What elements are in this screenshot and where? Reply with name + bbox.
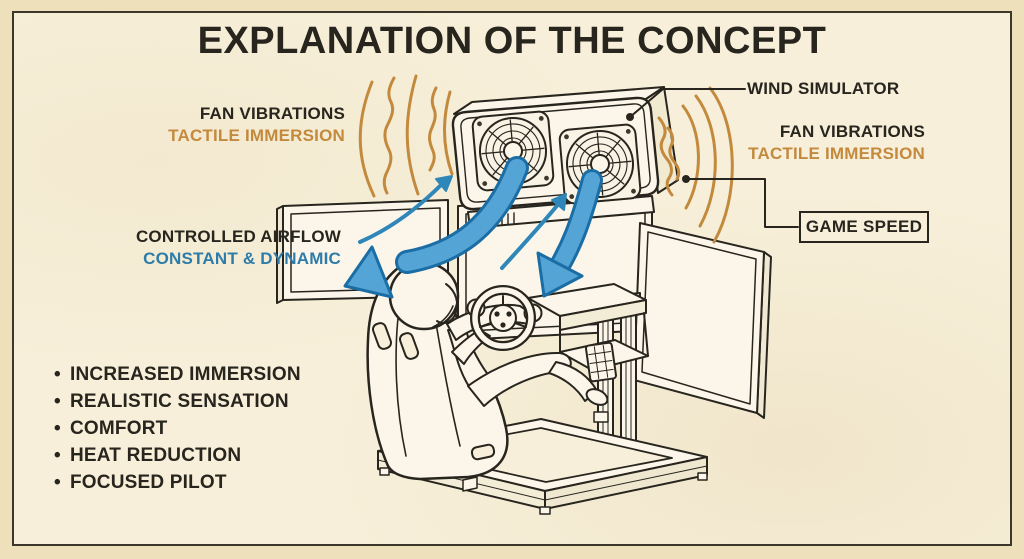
- list-item: • HEAT REDUCTION: [54, 445, 301, 472]
- label-fan-vibrations-right: FAN VIBRATIONS TACTILE IMMERSION: [748, 121, 925, 165]
- list-item: • COMFORT: [54, 418, 301, 445]
- fan-vibrations-text: FAN VIBRATIONS: [199, 104, 345, 123]
- driver-helmet: [388, 261, 460, 331]
- shoe: [585, 388, 609, 406]
- list-item: • REALISTIC SENSATION: [54, 391, 301, 418]
- list-item: • FOCUSED PILOT: [54, 472, 301, 499]
- airflow-arrow-icon: [343, 156, 603, 299]
- benefit-text: HEAT REDUCTION: [70, 445, 242, 466]
- pedal: [585, 341, 617, 383]
- fan-vibrations-text: FAN VIBRATIONS: [779, 122, 925, 141]
- fan-icon: [471, 110, 555, 192]
- bullet-icon: •: [54, 472, 61, 493]
- list-item: • INCREASED IMMERSION: [54, 364, 301, 391]
- constant-dynamic-text: CONSTANT & DYNAMIC: [143, 248, 341, 268]
- monitor-right: [633, 222, 772, 419]
- benefit-text: REALISTIC SENSATION: [70, 391, 289, 412]
- benefits-list: • INCREASED IMMERSION • REALISTIC SENSAT…: [54, 364, 301, 499]
- leader-line-wind-simulator: [626, 88, 746, 121]
- tactile-immersion-text: TACTILE IMMERSION: [168, 125, 345, 145]
- bullet-icon: •: [54, 364, 61, 385]
- benefit-text: FOCUSED PILOT: [70, 472, 227, 493]
- label-fan-vibrations-left: FAN VIBRATIONS TACTILE IMMERSION: [168, 103, 345, 147]
- leader-line-game-speed: [682, 175, 799, 228]
- bullet-icon: •: [54, 445, 61, 466]
- vibration-waves-icon: [657, 86, 734, 244]
- steering-wheel: [470, 285, 536, 351]
- driver-figure: [388, 261, 609, 407]
- controlled-airflow-text: CONTROLLED AIRFLOW: [135, 227, 341, 246]
- benefit-text: INCREASED IMMERSION: [70, 364, 301, 385]
- tactile-immersion-text: TACTILE IMMERSION: [748, 143, 925, 163]
- benefit-text: COMFORT: [70, 418, 168, 439]
- bullet-icon: •: [54, 418, 61, 439]
- bullet-icon: •: [54, 391, 61, 412]
- vibration-waves-icon: [358, 74, 454, 198]
- page-title: EXPLANATION OF THE CONCEPT: [197, 20, 827, 62]
- airflow-arrow-icon: [358, 175, 567, 270]
- label-wind-simulator: WIND SIMULATOR: [747, 79, 900, 98]
- label-controlled-airflow: CONTROLLED AIRFLOW CONSTANT & DYNAMIC: [136, 226, 341, 270]
- game-speed-box: GAME SPEED: [799, 211, 929, 243]
